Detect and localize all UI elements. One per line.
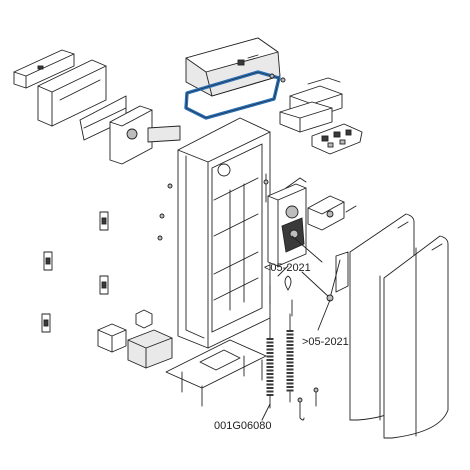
bearing-plate[interactable]: [109, 105, 181, 165]
encoder-bracket[interactable]: [307, 195, 357, 231]
side-latch[interactable]: [263, 173, 271, 305]
back-cover-plate[interactable]: [13, 49, 75, 89]
label-drawing-code: 001G06080: [214, 420, 272, 432]
anchor-bolts[interactable]: [297, 387, 319, 421]
cover-gasket-highlighted[interactable]: [184, 70, 281, 120]
label-lower-revision: <05-2021: [264, 262, 311, 274]
bracket-housing[interactable]: [37, 59, 127, 141]
accessory-brackets[interactable]: [41, 211, 109, 333]
leader-lines: [261, 265, 331, 421]
connecting-arm[interactable]: [291, 235, 349, 302]
cover-screws: [269, 73, 286, 83]
cabinet-screws: [157, 183, 173, 241]
battery-boxes[interactable]: [97, 309, 173, 369]
barrier-cabinet[interactable]: [177, 117, 271, 349]
control-board-box[interactable]: [279, 77, 343, 133]
spring-eyebolt[interactable]: [284, 275, 293, 317]
circuit-board[interactable]: [311, 123, 363, 155]
label-upper-revision: >05-2021: [302, 336, 349, 348]
gear-motor[interactable]: [267, 177, 307, 267]
side-door-panels[interactable]: [349, 213, 449, 439]
balance-springs[interactable]: [266, 313, 294, 409]
top-cover[interactable]: [185, 37, 281, 97]
foundation-plate[interactable]: [165, 339, 267, 407]
